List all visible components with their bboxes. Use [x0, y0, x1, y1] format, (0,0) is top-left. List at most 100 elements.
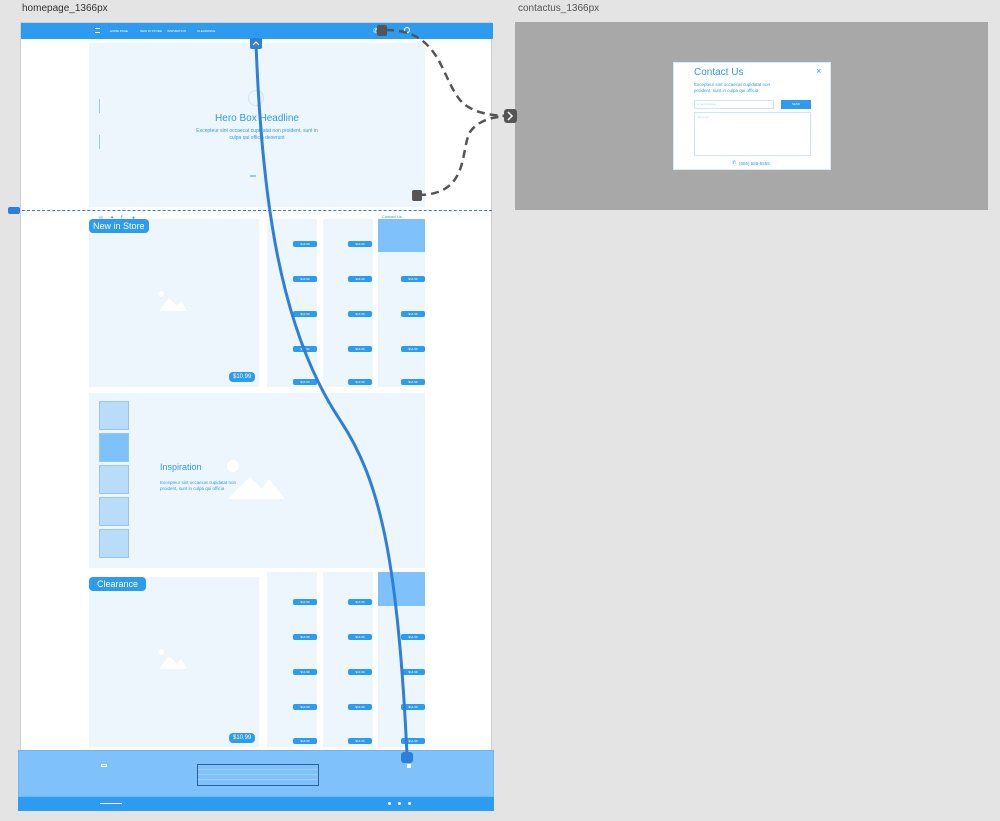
chevron-up-icon [252, 41, 260, 46]
hero-contact-us-link[interactable]: Contact Us [382, 214, 402, 219]
price-badge: $14.99 [348, 669, 372, 675]
footer-copyright [100, 803, 122, 804]
footer-bottom-bar [18, 797, 494, 811]
message-field[interactable]: Message [694, 112, 811, 156]
footer-logo[interactable] [101, 764, 107, 767]
inspiration-thumbnail[interactable] [99, 401, 129, 430]
prototype-wire-contact-nav [385, 28, 511, 118]
image-placeholder-icon [158, 291, 187, 311]
top-nav-bar: HOME PAGE NEW IN STORE INSPIRATION CLEAR… [21, 23, 493, 39]
product-image[interactable] [378, 219, 425, 252]
price-badge: $14.99 [348, 634, 372, 640]
contactus-artboard-title[interactable]: contactus_1366px [518, 3, 600, 14]
inspiration-thumbnail[interactable] [99, 529, 129, 558]
nav-link-home[interactable]: HOME PAGE [110, 29, 128, 33]
homepage-artboard-title[interactable]: homepage_1366px [22, 3, 108, 14]
hero-side-text [99, 99, 100, 113]
price-badge: $14.99 [348, 311, 372, 317]
clearance-feature[interactable]: Clearance $10.99 [89, 577, 259, 747]
wire-start-handle[interactable] [250, 38, 262, 49]
price-badge: $14.99 [293, 241, 317, 247]
price-badge: $14.99 [293, 738, 317, 744]
new-in-store-feature[interactable]: New in Store $10.99 [89, 219, 259, 387]
contact-modal: Contact Us × Excepteur sint occaecat cup… [673, 62, 831, 170]
inspiration-body-text: Excepteur sint occaecat cupidatat non pr… [160, 480, 237, 491]
wire-source-handle[interactable] [377, 25, 387, 36]
send-button[interactable]: SEND [781, 100, 811, 109]
hero-dots-indicator[interactable] [250, 175, 256, 177]
image-placeholder-icon [158, 649, 187, 669]
inspiration-thumbnail[interactable] [99, 465, 129, 494]
price-badge: $14.99 [401, 704, 425, 710]
arrow-right-icon [507, 111, 514, 121]
price-badge: $14.99 [348, 599, 372, 605]
hero-side-text-2 [99, 135, 100, 149]
contactus-artboard[interactable]: Contact Us × Excepteur sint occaecat cup… [515, 22, 988, 210]
price-badge: $14.99 [293, 311, 317, 317]
footer-link-table [197, 764, 319, 786]
price-badge: $14.99 [293, 599, 317, 605]
new-in-store-tag: New in Store [89, 219, 149, 233]
prototype-wire-blue [254, 43, 409, 756]
contact-phone-number[interactable]: (555) 555-5555 [739, 161, 770, 166]
close-icon[interactable]: × [816, 66, 822, 76]
nav-link-inspiration[interactable]: INSPIRATION [167, 29, 186, 33]
menu-icon[interactable] [95, 28, 100, 33]
price-badge: $14.99 [293, 669, 317, 675]
email-field[interactable]: Email Address [694, 100, 774, 109]
viewport-fold-line [12, 210, 492, 211]
user-icon[interactable] [404, 27, 410, 33]
inspiration-thumbnail[interactable] [99, 497, 129, 526]
product-image[interactable] [378, 572, 425, 606]
price-badge: $14.99 [401, 669, 425, 675]
hero-body-text: Excepteur sint occaecat cupidatat non pr… [196, 128, 318, 141]
prototype-wire-contact-hero [417, 114, 511, 197]
facebook-icon[interactable]: f [121, 215, 123, 221]
price-badge: $14.99 [401, 346, 425, 352]
grid-column [323, 219, 373, 387]
instagram-icon[interactable]: ◎ [99, 215, 104, 221]
nav-link-clearance[interactable]: CLEARANCE [197, 29, 216, 33]
price-badge: $14.99 [401, 634, 425, 640]
hero-circle-icon [248, 90, 264, 106]
price-badge: $14.99 [293, 634, 317, 640]
phone-icon[interactable]: ✆ [373, 28, 379, 35]
price-badge: $14.99 [348, 738, 372, 744]
footer-social-icon[interactable] [398, 802, 401, 805]
wire-source-handle[interactable] [412, 190, 422, 201]
price-badge: $14.99 [348, 241, 372, 247]
inspiration-title: Inspiration [160, 462, 202, 472]
price-badge: $14.99 [401, 379, 425, 385]
pinterest-icon[interactable]: ● [132, 215, 136, 221]
clearance-grid: $14.99 $14.99 $14.99 $14.99 $14.99 $14.9… [263, 572, 425, 747]
twitter-icon[interactable]: ✦ [110, 215, 115, 221]
footer-square-icon[interactable] [407, 764, 411, 768]
price-badge: $14.99 [401, 738, 425, 744]
phone-icon: ✆ [732, 160, 737, 166]
hero-headline: Hero Box Headline [215, 113, 299, 124]
wire-target-handle[interactable] [504, 109, 517, 123]
price-badge: $14.99 [348, 704, 372, 710]
price-badge: $14.99 [348, 379, 372, 385]
fold-line-handle[interactable] [8, 207, 20, 214]
footer-social-icon[interactable] [408, 802, 411, 805]
price-badge: $14.99 [293, 704, 317, 710]
clearance-feature-price: $10.99 [229, 733, 256, 743]
price-badge: $14.99 [348, 276, 372, 282]
image-placeholder-icon [227, 460, 285, 499]
wire-end-handle[interactable] [401, 752, 413, 763]
clearance-tag: Clearance [89, 577, 147, 591]
price-badge: $14.99 [293, 379, 317, 385]
price-badge: $14.99 [401, 276, 425, 282]
inspiration-thumbnail[interactable] [99, 433, 129, 462]
contact-modal-title: Contact Us [694, 67, 744, 78]
price-badge: $14.99 [401, 311, 425, 317]
contact-modal-body: Excepteur sint occaecat cupidatat non pr… [694, 82, 771, 93]
footer-social-icon[interactable] [388, 802, 391, 805]
nav-link-new-in-store[interactable]: NEW IN STORE [140, 29, 162, 33]
new-in-store-feature-price: $10.99 [229, 372, 256, 382]
price-badge: $14.99 [348, 346, 372, 352]
footer [18, 750, 494, 797]
price-badge: $14.99 [293, 276, 317, 282]
